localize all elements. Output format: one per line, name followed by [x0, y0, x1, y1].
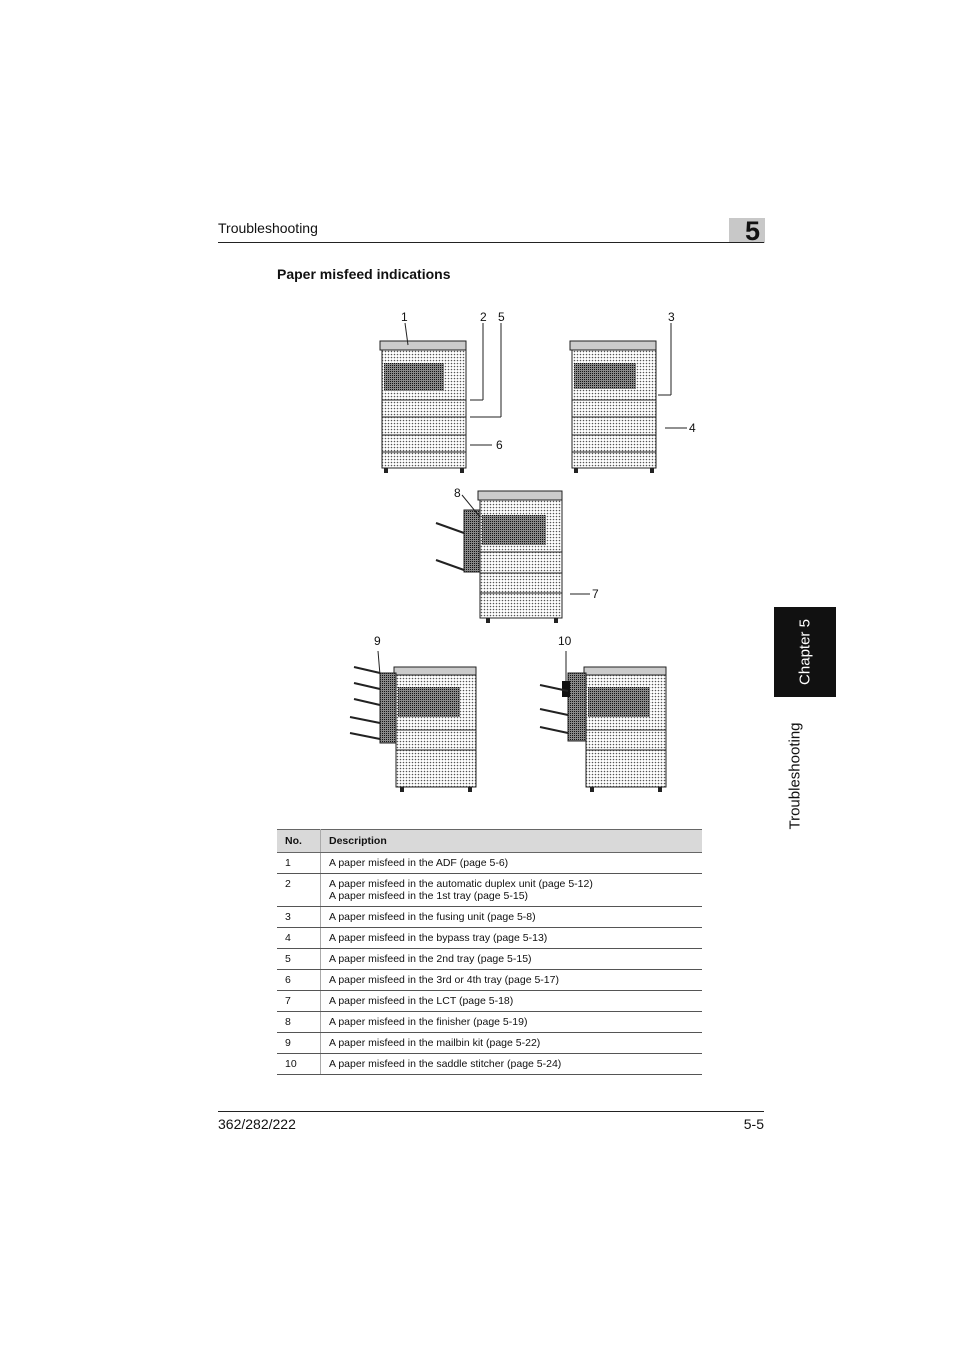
row-number: 1 [277, 852, 321, 874]
row-number: 9 [277, 1032, 321, 1054]
callout-1: 1 [401, 310, 408, 324]
description-line: A paper misfeed in the 2nd tray (page 5-… [329, 953, 532, 965]
row-description: A paper misfeed in the ADF (page 5-6) [320, 852, 702, 874]
table-row: 10 A paper misfeed in the saddle stitcher… [277, 1053, 702, 1075]
copier-illustration-d [349, 650, 477, 792]
callout-2: 2 [480, 310, 487, 324]
table-row: 8 A paper misfeed in the finisher (page 5… [277, 1011, 702, 1033]
callout-3: 3 [668, 310, 675, 324]
callout-4: 4 [689, 421, 696, 435]
row-number: 2 [277, 873, 321, 907]
callout-8: 8 [454, 486, 461, 500]
row-number: 10 [277, 1053, 321, 1075]
callout-10: 10 [558, 634, 572, 648]
row-number: 8 [277, 1011, 321, 1033]
row-number: 7 [277, 990, 321, 1012]
callout-9: 9 [374, 634, 381, 648]
header-rule [218, 242, 764, 243]
column-header-description: Description [320, 829, 702, 853]
description-line: A paper misfeed in the fusing unit (page… [329, 911, 536, 923]
copier-illustration-b [569, 323, 687, 473]
row-number: 4 [277, 927, 321, 949]
row-number: 6 [277, 969, 321, 991]
running-header-title: Troubleshooting [218, 220, 318, 236]
description-line: A paper misfeed in the LCT (page 5-18) [329, 995, 514, 1007]
section-title: Paper misfeed indications [277, 266, 451, 282]
description-line: A paper misfeed in the finisher (page 5-… [329, 1016, 528, 1028]
table-row: 1 A paper misfeed in the ADF (page 5-6) [277, 852, 702, 874]
misfeed-location-figure: 1 2 5 3 4 6 8 7 9 10 [330, 305, 710, 795]
row-description: A paper misfeed in the 3rd or 4th tray (… [320, 969, 702, 991]
table-header-row: No. Description [277, 829, 702, 853]
description-line: A paper misfeed in the bypass tray (page… [329, 932, 548, 944]
table-row: 7 A paper misfeed in the LCT (page 5-18) [277, 990, 702, 1012]
row-description: A paper misfeed in the saddle stitcher (… [320, 1053, 702, 1075]
row-description: A paper misfeed in the automatic duplex … [320, 873, 702, 907]
row-number: 5 [277, 948, 321, 970]
chapter-side-tab[interactable] [774, 607, 836, 697]
copier-illustrations [349, 322, 687, 792]
row-description: A paper misfeed in the 2nd tray (page 5-… [320, 948, 702, 970]
callout-7: 7 [592, 587, 599, 601]
description-line: A paper misfeed in the saddle stitcher (… [329, 1058, 562, 1070]
callout-5: 5 [498, 310, 505, 324]
row-description: A paper misfeed in the bypass tray (page… [320, 927, 702, 949]
misfeed-description-table: No. Description 1 A paper misfeed in the … [277, 829, 702, 1075]
chapter-number: 5 [745, 216, 761, 246]
copier-illustration-c [435, 490, 590, 623]
row-description: A paper misfeed in the fusing unit (page… [320, 906, 702, 928]
section-side-label: Troubleshooting [786, 722, 804, 830]
row-description: A paper misfeed in the finisher (page 5-… [320, 1011, 702, 1033]
chapter-number-box [729, 218, 765, 243]
table-row: 3 A paper misfeed in the fusing unit (pag… [277, 906, 702, 928]
table-row: 6 A paper misfeed in the 3rd or 4th tray … [277, 969, 702, 991]
row-number: 3 [277, 906, 321, 928]
chapter-side-tab-label: Chapter 5 [796, 619, 814, 685]
row-description: A paper misfeed in the LCT (page 5-18) [320, 990, 702, 1012]
footer-rule [218, 1111, 764, 1112]
column-header-no: No. [277, 829, 321, 853]
table-row: 9 A paper misfeed in the mailbin kit (pag… [277, 1032, 702, 1054]
description-line: A paper misfeed in the automatic duplex … [329, 878, 593, 890]
footer-model-number: 362/282/222 [218, 1116, 296, 1132]
description-line: A paper misfeed in the 3rd or 4th tray (… [329, 974, 559, 986]
table-row: 2 A paper misfeed in the automatic duplex… [277, 873, 702, 907]
table-row: 5 A paper misfeed in the 2nd tray (page 5… [277, 948, 702, 970]
table-row: 4 A paper misfeed in the bypass tray (pag… [277, 927, 702, 949]
copier-illustration-a [379, 322, 502, 473]
row-description: A paper misfeed in the mailbin kit (page… [320, 1032, 702, 1054]
footer-page-number: 5-5 [743, 1116, 764, 1132]
description-line: A paper misfeed in the mailbin kit (page… [329, 1037, 541, 1049]
description-line: A paper misfeed in the 1st tray (page 5-… [329, 890, 529, 902]
description-line: A paper misfeed in the ADF (page 5-6) [329, 857, 509, 869]
copier-illustration-e [539, 651, 667, 792]
callout-6: 6 [496, 438, 503, 452]
